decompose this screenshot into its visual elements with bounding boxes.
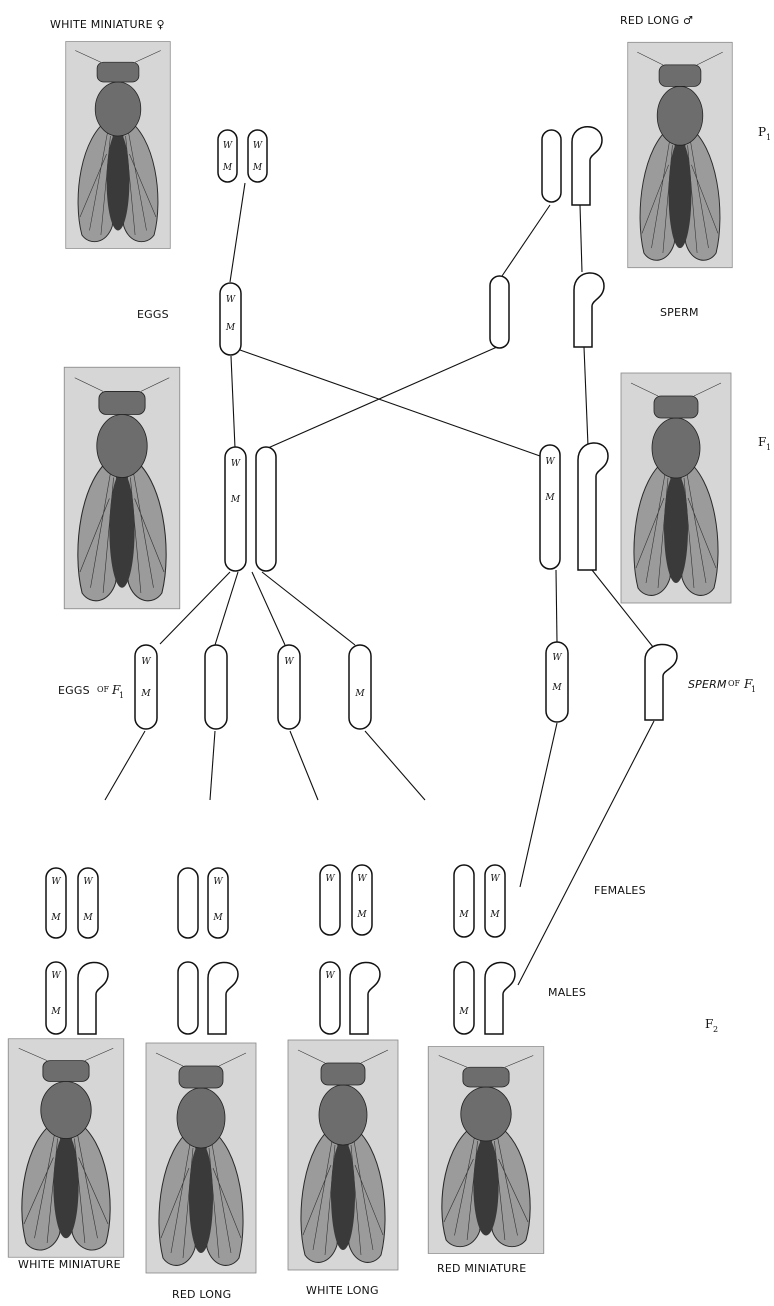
gene-w: W bbox=[231, 459, 241, 469]
gene-m: M bbox=[252, 163, 263, 173]
f2-male-chromosomes: W M W M bbox=[45, 961, 516, 1035]
label-bottom-white-miniature: WHITE MINIATURE bbox=[18, 1258, 121, 1271]
gene-w: W bbox=[253, 141, 263, 151]
gene-w: W bbox=[223, 141, 233, 151]
fly-f1-male bbox=[620, 372, 732, 604]
gene-w: W bbox=[357, 874, 367, 884]
gene-w: W bbox=[325, 874, 335, 884]
svg-text:SPERM: SPERM bbox=[688, 678, 727, 691]
label-females: FEMALES bbox=[594, 884, 646, 897]
label-f1: F 1 bbox=[758, 435, 771, 452]
svg-text:F: F bbox=[111, 683, 121, 697]
fly-white-miniature-female bbox=[65, 41, 171, 249]
gene-w: W bbox=[141, 657, 151, 667]
eggs-of-f1-chromosomes: W M W M bbox=[134, 644, 372, 730]
gene-m: M bbox=[489, 910, 500, 920]
p1-male-chromosomes bbox=[541, 126, 603, 206]
svg-text:1: 1 bbox=[119, 691, 124, 700]
gene-m: M bbox=[82, 913, 93, 923]
label-bottom-red-miniature: RED MINIATURE bbox=[437, 1262, 526, 1275]
gene-m: M bbox=[354, 689, 365, 699]
gene-w: W bbox=[545, 457, 555, 467]
f2-female-chromosomes: W M W M W M W W M M W M bbox=[45, 864, 506, 939]
label-sperm: SPERM bbox=[660, 306, 699, 319]
fly-f2-red-miniature bbox=[427, 1045, 545, 1255]
fly-red-long-male bbox=[627, 41, 733, 269]
label-eggs-of-f1: EGGS OF F 1 bbox=[58, 683, 124, 700]
gene-m: M bbox=[458, 1007, 469, 1017]
gene-w: W bbox=[83, 877, 93, 887]
gene-w: W bbox=[51, 877, 61, 887]
label-p1: P 1 bbox=[758, 125, 771, 142]
gene-m: M bbox=[222, 163, 233, 173]
sperm-y-chromosome bbox=[573, 272, 605, 348]
label-eggs: EGGS bbox=[137, 308, 169, 321]
gene-m: M bbox=[225, 323, 236, 333]
gene-m: M bbox=[551, 683, 562, 693]
gene-m: M bbox=[50, 1007, 61, 1017]
fly-f2-white-miniature bbox=[7, 1038, 125, 1258]
label-males: MALES bbox=[548, 986, 586, 999]
svg-text:EGGS: EGGS bbox=[58, 684, 90, 697]
label-bottom-red-long: RED LONG bbox=[172, 1288, 231, 1301]
svg-text:F: F bbox=[758, 435, 766, 449]
svg-text:2: 2 bbox=[713, 1025, 718, 1034]
fly-f2-red-long bbox=[145, 1042, 257, 1274]
svg-text:1: 1 bbox=[766, 443, 771, 452]
cross-lines bbox=[104, 182, 655, 986]
gene-w: W bbox=[226, 295, 236, 305]
gene-m: M bbox=[356, 910, 367, 920]
gene-m: M bbox=[140, 689, 151, 699]
label-red-long-male: RED LONG ♂ bbox=[620, 14, 693, 27]
f1-male-chromosomes: W M bbox=[539, 442, 609, 571]
label-bottom-white-long: WHITE LONG bbox=[306, 1284, 379, 1297]
gene-m: M bbox=[230, 495, 241, 505]
label-f2: F 2 bbox=[705, 1017, 718, 1034]
gene-m: M bbox=[544, 493, 555, 503]
svg-text:F: F bbox=[743, 677, 753, 691]
gene-m: M bbox=[458, 910, 469, 920]
gene-w: W bbox=[213, 877, 223, 887]
p1-female-chromosomes: W M W M bbox=[217, 129, 268, 183]
gene-w: W bbox=[325, 971, 335, 981]
svg-text:1: 1 bbox=[751, 685, 756, 694]
svg-text:P: P bbox=[758, 125, 766, 139]
fly-f1-female bbox=[63, 366, 181, 610]
gene-m: M bbox=[212, 913, 223, 923]
svg-text:1: 1 bbox=[766, 133, 771, 142]
svg-text:F: F bbox=[705, 1017, 713, 1031]
label-sperm-of-f1: SPERM OF F 1 bbox=[688, 677, 756, 694]
f1-female-chromosomes: W M bbox=[224, 446, 277, 572]
svg-text:OF: OF bbox=[728, 679, 741, 688]
label-white-miniature-female: WHITE MINIATURE ♀ bbox=[50, 18, 165, 31]
gene-w: W bbox=[51, 971, 61, 981]
svg-text:OF: OF bbox=[97, 685, 110, 694]
sperm-x-chromosome bbox=[489, 275, 510, 349]
gene-w: W bbox=[284, 657, 294, 667]
fly-f2-white-long bbox=[287, 1039, 399, 1271]
gene-w: W bbox=[490, 874, 500, 884]
gene-w: W bbox=[552, 653, 562, 663]
gene-m: M bbox=[50, 913, 61, 923]
egg-chromosome: W M bbox=[219, 282, 242, 356]
sperm-of-f1-chromosomes: W M bbox=[545, 641, 678, 723]
